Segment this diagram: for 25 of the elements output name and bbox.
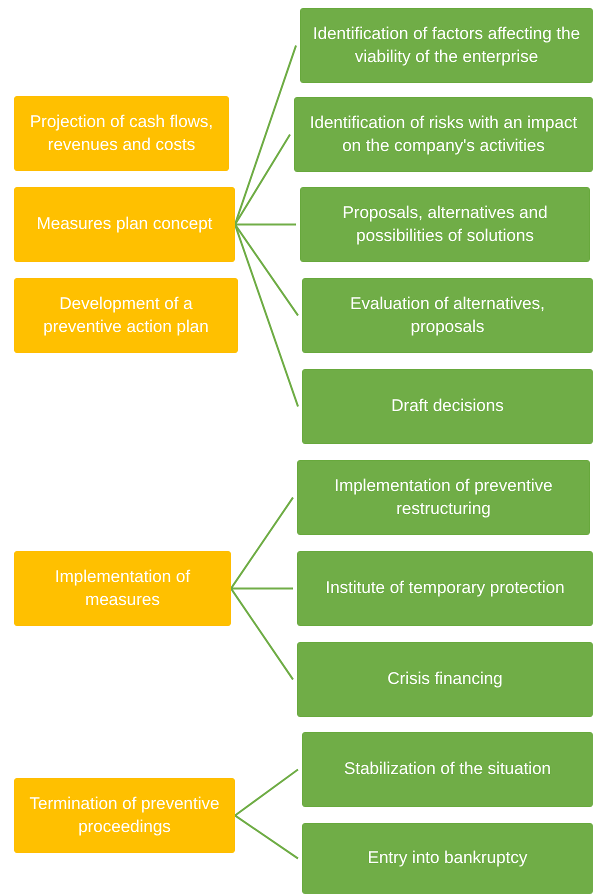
- connector-line: [230, 588, 294, 680]
- connector-line: [234, 224, 299, 316]
- step-box: Stabilization of the situation: [302, 732, 593, 807]
- step-box: Proposals, alternatives and possibilities of solutions: [300, 187, 590, 262]
- connector-line: [234, 45, 297, 225]
- stage-box: Termination of preventive proceedings: [14, 778, 235, 853]
- step-box: Draft decisions: [302, 369, 593, 444]
- connector-line: [234, 134, 291, 226]
- step-box: Identification of factors affecting the viability of the enterprise: [300, 8, 593, 83]
- stage-box: Development of a preventive action plan: [14, 278, 238, 353]
- step-box: Identification of risks with an impact on the company's activities: [294, 97, 593, 172]
- stage-box: Implementation of measures: [14, 551, 231, 626]
- connector-line: [234, 768, 299, 816]
- step-box: Institute of temporary protection: [297, 551, 593, 626]
- stage-box: Measures plan concept: [14, 187, 235, 262]
- step-box: Crisis financing: [297, 642, 593, 717]
- step-box: Implementation of preventive restructuring: [297, 460, 590, 535]
- connector-line: [230, 496, 294, 590]
- connector-line: [231, 588, 293, 590]
- connector-line: [234, 814, 299, 860]
- connector-line: [235, 224, 296, 226]
- stage-box: Projection of cash flows, revenues and costs: [14, 96, 229, 171]
- connector-line: [234, 224, 299, 407]
- step-box: Entry into bankruptcy: [302, 823, 593, 894]
- step-box: Evaluation of alternatives, proposals: [302, 278, 593, 353]
